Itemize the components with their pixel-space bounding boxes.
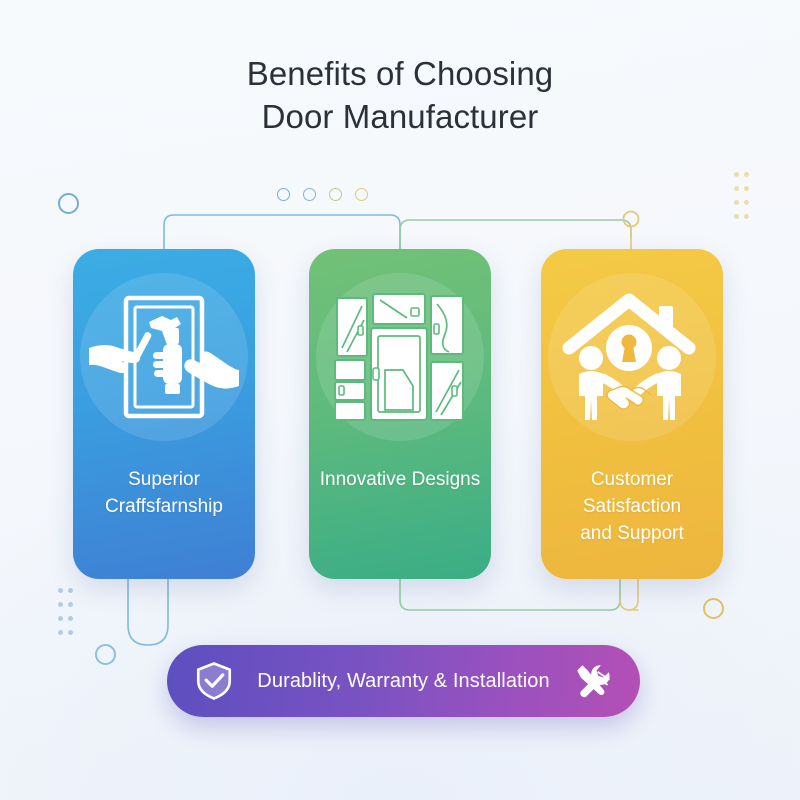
handshake-house-keyhole-icon [562,293,696,420]
decorative-ring-bottom-left [95,644,116,665]
decorative-ring-bottom-right [703,598,724,619]
card-label-line-2: Satisfaction [582,495,682,517]
mini-ring-4 [355,188,368,201]
card-label-line-1: Innovative Designs [319,469,481,490]
mini-ring-1 [277,188,290,201]
card-label-customer-satisfaction: Customer Satisfaction and Support [551,467,713,548]
card-label-line-1: Superior [128,469,200,490]
hands-hammer-chisel-door-panel-icon [89,295,239,419]
card-label-innovative-designs: Innovative Designs [319,467,481,494]
card-label-line-3: and Support [580,522,684,544]
benefit-card-innovative-designs[interactable]: Innovative Designs [309,249,491,579]
benefit-card-superior-craftsmanship[interactable]: Superior Craffsfarnship [73,249,255,579]
dot-grid-bottom-left [58,588,78,644]
mini-ring-3 [329,188,342,201]
door-designs-collage-icon [334,293,464,421]
mini-ring-row [277,188,368,201]
durability-warranty-installation-banner[interactable]: Durablity, Warranty & Installation [167,645,640,717]
card-label-line-1: Customer [590,469,674,490]
title-line-1: Benefits of Choosing [246,55,554,92]
wrench-screwdriver-icon [577,665,610,698]
card-label-line-2: Craffsfarnship [105,495,223,517]
benefit-card-customer-satisfaction[interactable]: Customer Satisfaction and Support [541,249,723,579]
decorative-ring-top-left [58,193,79,214]
title-line-2: Door Manufacturer [261,98,539,136]
dot-grid-top-right [734,172,754,228]
banner-label: Durablity, Warranty & Installation [257,669,550,692]
shield-check-icon [196,662,232,700]
page-title: Benefits of Choosing Door Manufacturer [0,52,800,138]
mini-ring-2 [303,188,316,201]
card-label-superior-craftsmanship: Superior Craffsfarnship [83,467,245,521]
